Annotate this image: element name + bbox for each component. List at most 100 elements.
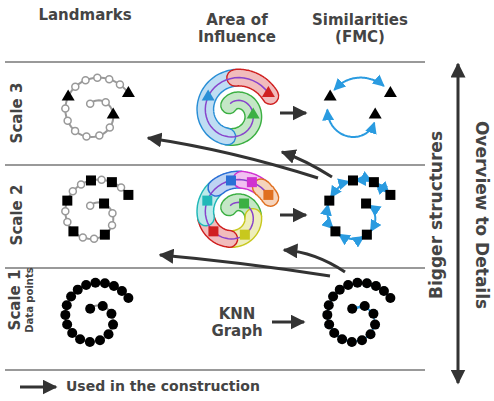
spiral-part <box>362 230 372 240</box>
spiral-part <box>122 86 135 97</box>
spiral-part <box>247 107 260 118</box>
column-label: Area of Influence <box>182 12 292 45</box>
spiral-part <box>202 196 212 206</box>
spiral-part <box>62 320 72 330</box>
spiral-part <box>385 293 395 303</box>
spiral-part <box>99 199 109 209</box>
spiral-part <box>362 278 372 288</box>
spiral-part <box>104 329 114 339</box>
spiral-part <box>327 205 333 229</box>
spiral-part <box>73 285 83 295</box>
spiral-part <box>369 206 375 232</box>
spiral-part <box>60 310 70 320</box>
spiral-part <box>205 78 268 137</box>
spiral-part <box>335 285 345 295</box>
column-label: Similarities (FMC) <box>305 12 415 45</box>
spiral-part <box>83 133 90 140</box>
spiral-part <box>370 320 380 330</box>
spiral-part <box>75 334 85 344</box>
spiral-part <box>262 86 275 97</box>
axis-label: Scale 3 <box>9 83 26 144</box>
spiral-part <box>95 335 105 345</box>
spiral-part <box>205 78 235 137</box>
spiral-part <box>123 190 133 200</box>
spiral-part <box>205 78 235 137</box>
spiral-part <box>85 337 95 347</box>
spiral-part <box>108 320 118 330</box>
column-label: KNN Graph <box>207 306 267 339</box>
spiral-part <box>347 304 357 314</box>
spiral-part <box>72 83 79 90</box>
spiral-part <box>62 196 72 206</box>
spiral-part <box>109 210 116 217</box>
spiral-part <box>343 280 353 290</box>
spiral-part <box>65 78 128 137</box>
spiral-part <box>78 181 85 188</box>
spiral-part <box>226 175 236 185</box>
spiral-part <box>329 328 339 338</box>
spiral-part <box>205 180 268 239</box>
spiral-part <box>100 230 110 240</box>
spiral-part <box>202 90 215 101</box>
spiral-part <box>368 309 378 319</box>
spiral-part <box>358 306 360 308</box>
spiral-part <box>87 202 94 209</box>
spiral-part <box>347 337 357 347</box>
spiral-part <box>330 226 340 236</box>
spiral-part <box>106 76 113 83</box>
spiral-part <box>324 90 337 101</box>
spiral-part <box>118 184 125 191</box>
spiral-part <box>91 235 98 242</box>
spiral-part <box>106 309 116 319</box>
axis-label: Overview to Details <box>473 121 492 309</box>
spiral-part <box>64 117 71 124</box>
spiral-part <box>79 234 86 241</box>
spiral-part <box>360 301 370 311</box>
spiral-part <box>62 105 69 112</box>
spiral-part <box>348 175 358 185</box>
axis-label: Scale 1 <box>7 270 24 331</box>
scale-arrow <box>457 64 460 383</box>
spiral-part <box>385 190 395 200</box>
spiral-part <box>369 177 379 187</box>
spiral-part <box>67 328 77 338</box>
spiral-part <box>369 107 382 118</box>
spiral-part <box>94 74 101 81</box>
axis-label: Data points <box>24 267 35 332</box>
spiral-part <box>90 278 100 288</box>
spiral-part <box>62 300 72 310</box>
construction-arrows <box>148 113 345 322</box>
spiral-part <box>85 304 95 314</box>
spiral-part <box>62 208 69 215</box>
spiral-part <box>240 230 250 240</box>
spiral-part <box>81 280 91 290</box>
spiral-part <box>100 278 110 288</box>
spiral-part <box>109 222 116 229</box>
spiral-part <box>337 334 347 344</box>
row-rules <box>5 62 425 370</box>
spiral-part <box>324 196 334 206</box>
spiral-part <box>322 310 332 320</box>
spiral-part <box>327 110 374 137</box>
spiral-part <box>263 190 273 200</box>
spiral-part <box>65 283 128 342</box>
column-label: Landmarks <box>38 7 131 24</box>
spiral-part <box>361 199 371 209</box>
spiral-part <box>87 100 94 107</box>
axis-label: Scale 2 <box>9 185 26 246</box>
spiral-part <box>64 219 71 226</box>
spirals <box>60 74 397 347</box>
spiral-part <box>116 81 123 88</box>
axis-label: Bigger structures <box>427 131 446 299</box>
spiral-part <box>334 78 384 90</box>
spiral-part <box>339 234 364 239</box>
spiral-part <box>357 335 367 345</box>
spiral-part <box>68 226 78 236</box>
spiral-part <box>352 278 362 288</box>
spiral-part <box>247 177 257 187</box>
spiral-part <box>82 77 89 84</box>
spiral-part <box>106 124 113 131</box>
spiral-part <box>324 320 334 330</box>
